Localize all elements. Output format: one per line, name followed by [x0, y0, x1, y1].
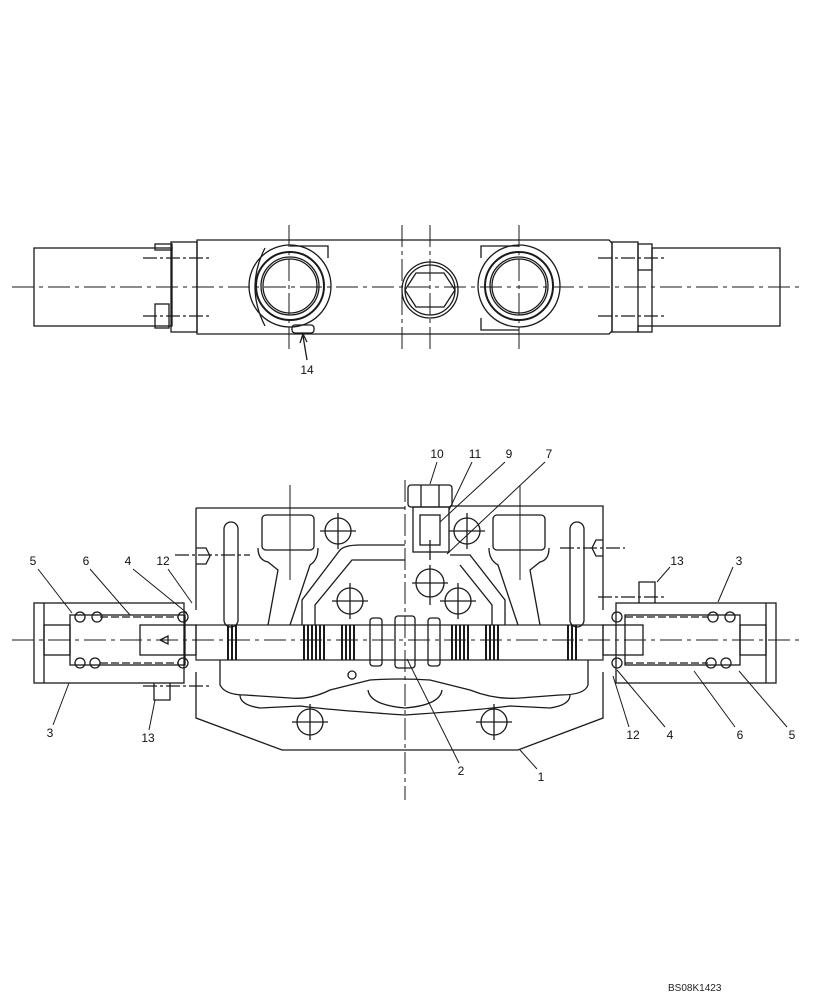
callout-3-left: 3 — [46, 726, 54, 740]
callout-3-right: 3 — [735, 554, 743, 568]
callout-14: 14 — [300, 363, 314, 377]
callout-9: 9 — [505, 447, 513, 461]
callout-12-right: 12 — [626, 728, 640, 742]
callout-5-right: 5 — [788, 728, 796, 742]
callout-2: 2 — [457, 764, 465, 778]
callout-10: 10 — [430, 447, 444, 461]
callout-12-left: 12 — [156, 554, 170, 568]
section-view — [12, 461, 800, 800]
callout-13-left: 13 — [141, 731, 155, 745]
callout-13-right: 13 — [670, 554, 684, 568]
callout-11: 11 — [468, 447, 482, 461]
callout-5-left: 5 — [29, 554, 37, 568]
callout-4-left: 4 — [124, 554, 132, 568]
callout-7: 7 — [545, 447, 553, 461]
callout-6-right: 6 — [736, 728, 744, 742]
drawing-code: BS08K1423 — [668, 983, 722, 994]
callout-1: 1 — [537, 770, 545, 784]
callout-6-left: 6 — [82, 554, 90, 568]
callout-4-right: 4 — [666, 728, 674, 742]
top-view — [12, 225, 800, 361]
